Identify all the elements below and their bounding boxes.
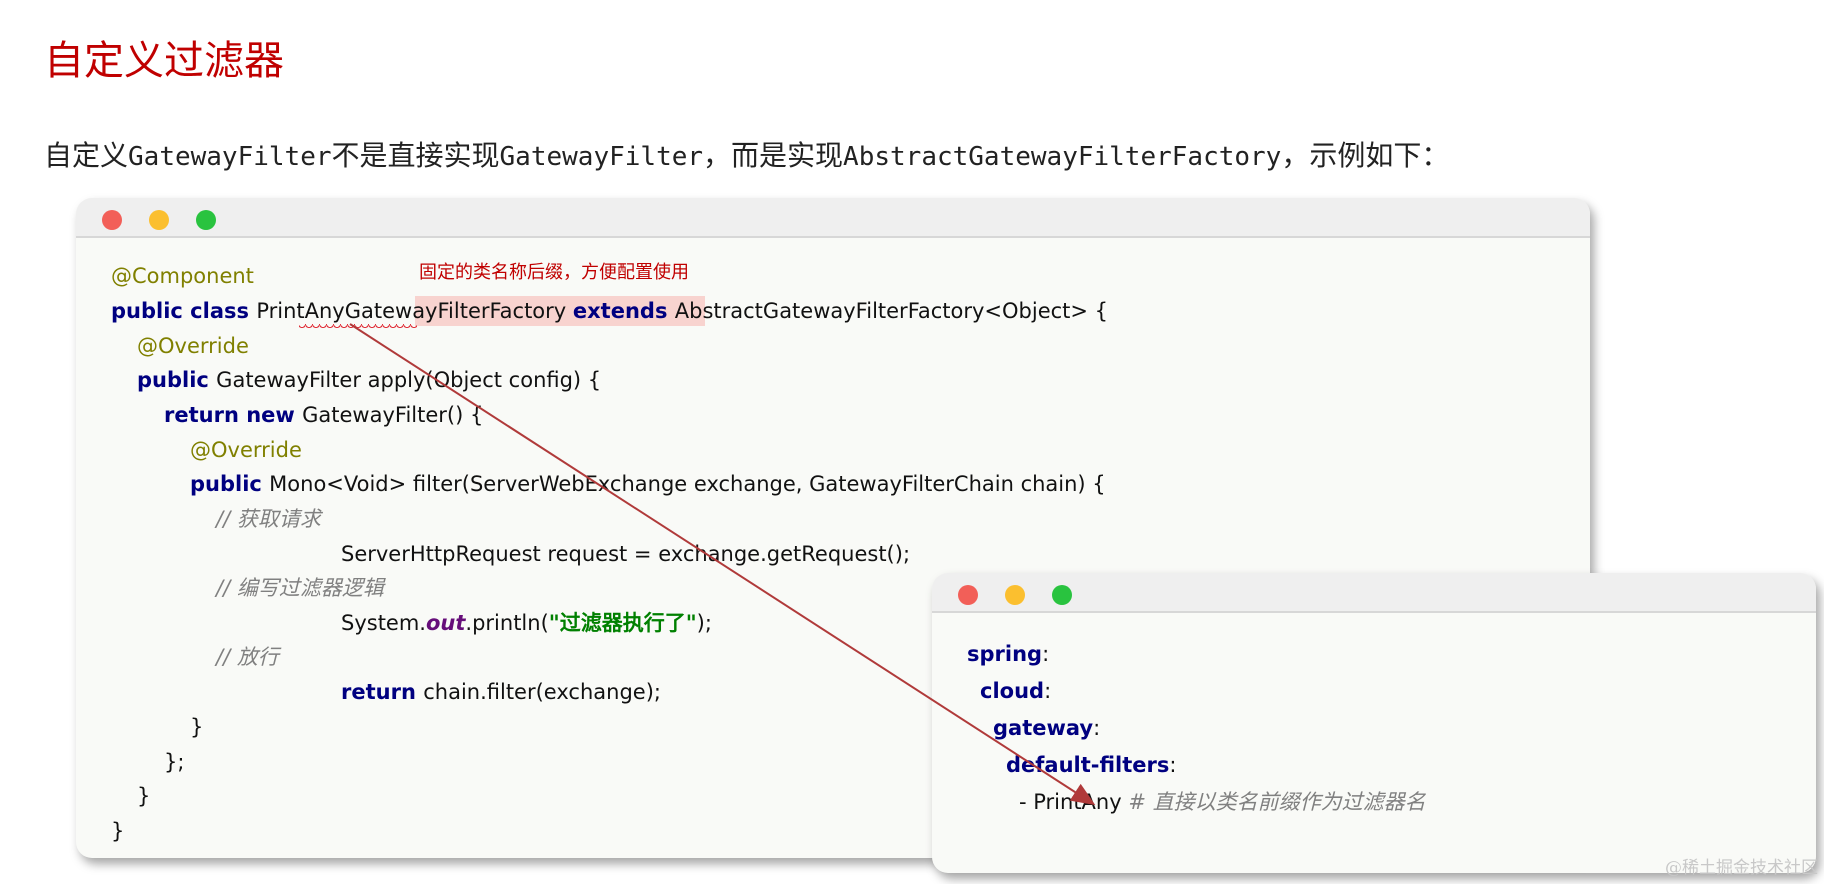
yaml-line: spring: (967, 640, 1049, 668)
code-line: return chain.filter(exchange); (341, 678, 661, 706)
intro-part: ，示例如下： (1281, 139, 1450, 172)
code-line: public Mono<Void> filter(ServerWebExchan… (190, 470, 1106, 498)
intro-code: AbstractGatewayFilterFactory (843, 142, 1282, 172)
code-line: System.out.println("过滤器执行了"); (341, 609, 712, 637)
code-text: Mono<Void> filter(ServerWebExchange exch… (269, 472, 1106, 496)
code-line: @Component (111, 264, 254, 288)
class-name-highlight (415, 296, 705, 326)
keyword: extends (572, 299, 675, 323)
code-line: }; (164, 750, 185, 774)
static-field: out (425, 611, 466, 635)
yaml-key: spring (967, 642, 1043, 666)
code-line: } (111, 819, 125, 843)
keyword: return new (164, 403, 303, 427)
yaml-line: default-filters: (1006, 751, 1176, 779)
intro-part: ，而是实现 (703, 139, 844, 172)
code-text: ); (696, 611, 712, 635)
yaml-comment: # 直接以类名前缀作为过滤器名 (1128, 790, 1426, 814)
code-line: return new GatewayFilter() { (164, 401, 483, 429)
yaml-colon: : (1044, 679, 1052, 703)
code-line: } (190, 715, 204, 739)
code-text: GatewayFilter() { (302, 403, 484, 427)
yaml-key: cloud (980, 679, 1045, 703)
code-text: AbstractGatewayFilterFactory<Object> { (674, 299, 1109, 323)
code-line: ServerHttpRequest request = exchange.get… (341, 542, 911, 566)
code-line: @Override (137, 334, 249, 358)
code-text: System. (341, 611, 426, 635)
maximize-dot-icon (196, 210, 216, 230)
yaml-colon: : (1169, 753, 1177, 777)
yaml-key: gateway (993, 716, 1094, 740)
watermark: @稀土掘金技术社区 (1665, 858, 1818, 878)
maximize-dot-icon (1052, 585, 1072, 605)
string-literal: "过滤器执行了" (548, 611, 697, 635)
yaml-colon: : (1093, 716, 1101, 740)
code-text: chain.filter(exchange); (423, 680, 661, 704)
code-line: public class PrintAnyGatewayFilterFactor… (111, 297, 1108, 325)
yaml-config-window: spring: cloud: gateway: default-filters:… (932, 573, 1816, 873)
yaml-key: default-filters (1006, 753, 1170, 777)
keyword: public (190, 472, 270, 496)
code-text: .println( (465, 611, 549, 635)
intro-part: 自定义 (44, 139, 129, 172)
yaml-item: - PrintAny (1019, 790, 1129, 814)
page-title: 自定义过滤器 (44, 38, 284, 84)
keyword: return (341, 680, 424, 704)
code-text: GatewayFilter apply(Object config) { (216, 368, 602, 392)
intro-part: 不是直接实现 (331, 139, 500, 172)
keyword: public (137, 368, 217, 392)
keyword: public class (111, 299, 257, 323)
code-text: PrintAnyGatewayFilterFactory (256, 299, 573, 323)
yaml-line: cloud: (980, 677, 1051, 705)
code-line: public GatewayFilter apply(Object config… (137, 366, 601, 394)
intro-code: GatewayFilter (128, 142, 332, 172)
intro-code: GatewayFilter (499, 142, 704, 172)
yaml-line: gateway: (993, 714, 1100, 742)
code-comment: // 放行 (216, 645, 279, 669)
window-title-bar (932, 573, 1816, 613)
code-comment: // 编写过滤器逻辑 (216, 576, 384, 600)
minimize-dot-icon (1005, 585, 1025, 605)
close-dot-icon (102, 210, 122, 230)
annotation-note: 固定的类名称后缀，方便配置使用 (419, 262, 689, 283)
intro-text: 自定义GatewayFilter不是直接实现GatewayFilter，而是实现… (44, 134, 1449, 174)
yaml-line: - PrintAny # 直接以类名前缀作为过滤器名 (1019, 788, 1426, 816)
yaml-colon: : (1042, 642, 1050, 666)
code-line: @Override (190, 438, 302, 462)
code-comment: // 获取请求 (216, 507, 321, 531)
code-line: } (137, 784, 151, 808)
close-dot-icon (958, 585, 978, 605)
window-title-bar (76, 198, 1590, 238)
minimize-dot-icon (149, 210, 169, 230)
